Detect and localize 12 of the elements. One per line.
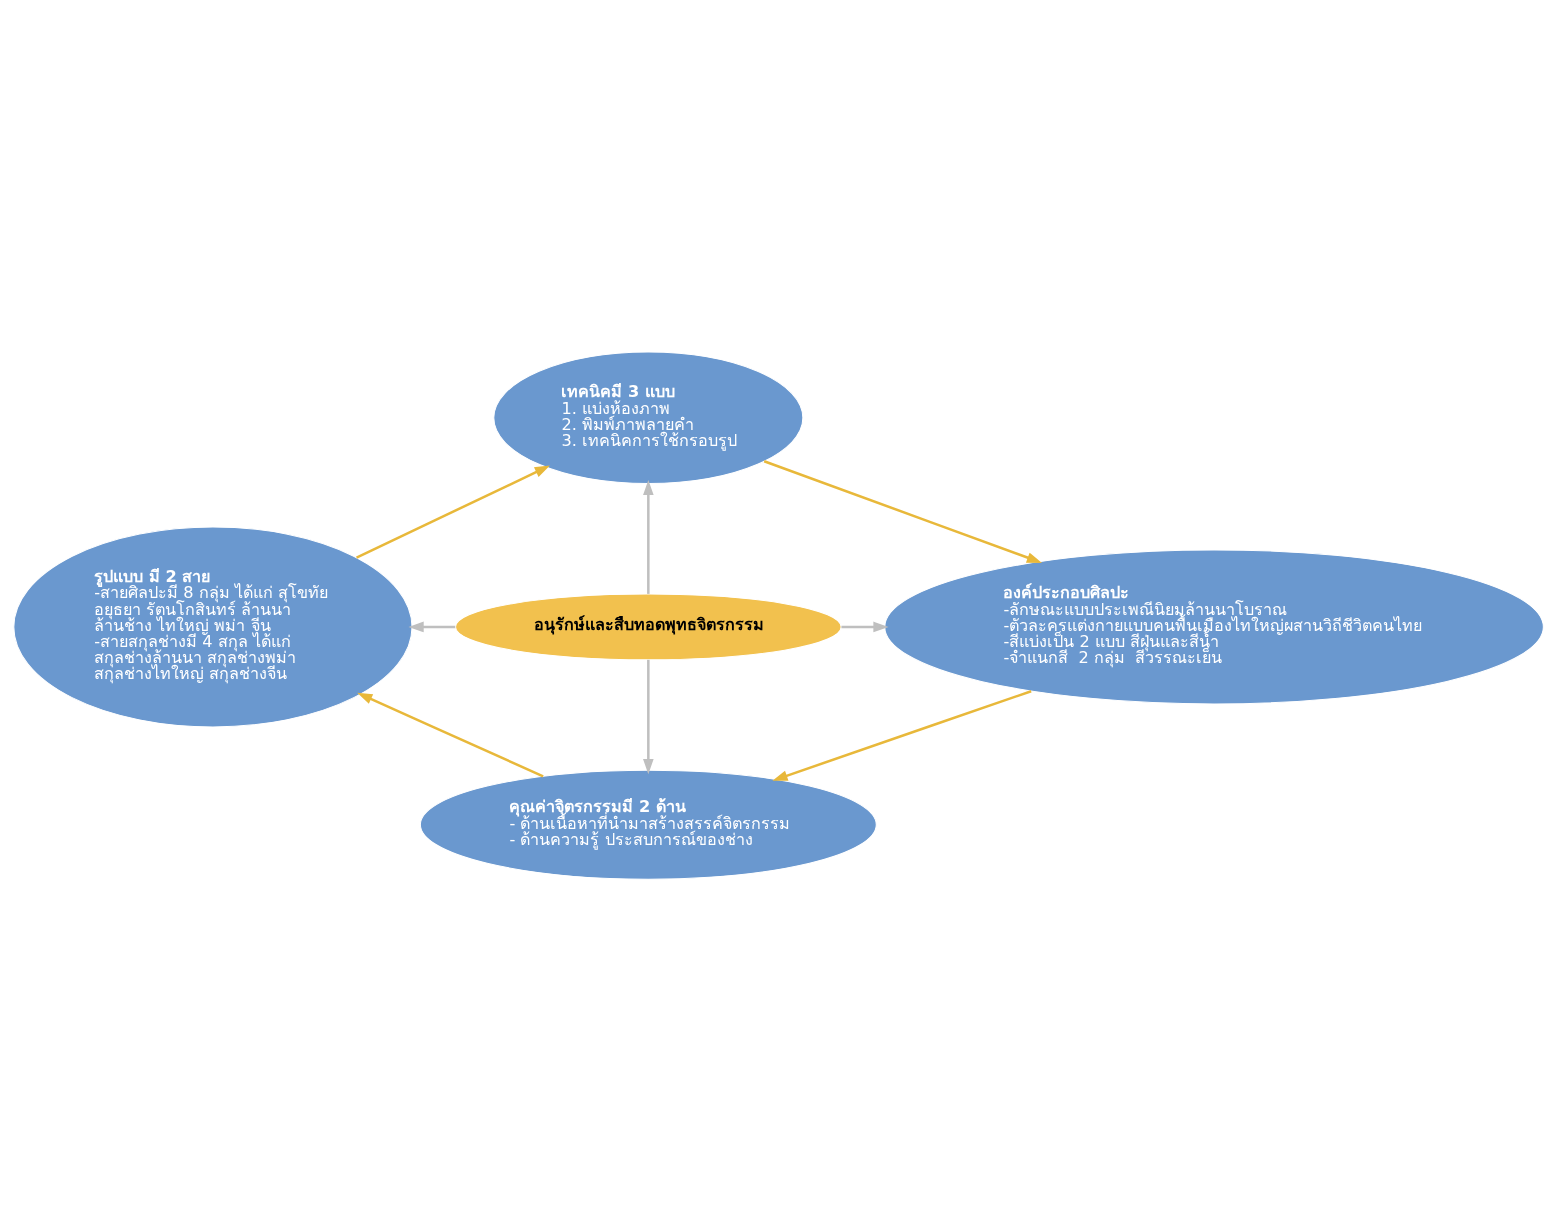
node-ellipse: เทคนิคมี 3 แบบ 1. แบ่งห้องภาพ 2. พิมพ์ภาพลายคำ 3. เทคนิคการใช้กรอบรูป [492, 351, 803, 484]
arrow [840, 621, 889, 632]
node-ellipse: รูปแบบ มี 2 สาย -สายศิลปะมี 8 กลุ่ม ได้แก่ สุโขทัย อยุธยา รัตนโกสินทร์ ล้านนา ล้านช้าง ไทใหญ่ พม่า จีน -สายสกุลช่างมี 4 สกุล ได้แก่ สกุลช่างล้านนา สกุลช่างพม่า สกุลช่างไทใหญ่ สกุลช่างจีน [12, 525, 412, 727]
node-ellipse: องค์ประกอบศิลปะ -ลักษณะแบบประเพณีนิยมล้านนาโบราณ -ตัวละครแต่งกายแบบคนพื้นเมืองไทใหญ่ผสานวิถีชีวิตคนไทย -สีแบ่งเป็น 2 แบบ สีฝุ่นและสีน้ำ -จำแนกสี 2 กลุ่ม สีวรรณะเย็น [883, 548, 1544, 704]
arrow [356, 692, 544, 778]
arrow [642, 479, 654, 594]
arrow [642, 659, 654, 774]
arrow [771, 689, 1032, 781]
arrow [355, 465, 550, 559]
node-ellipse: อนุรักษ์และสืบทอดพุทธจิตรกรรม [454, 593, 842, 660]
arrow [763, 459, 1042, 563]
arrow [408, 621, 455, 632]
